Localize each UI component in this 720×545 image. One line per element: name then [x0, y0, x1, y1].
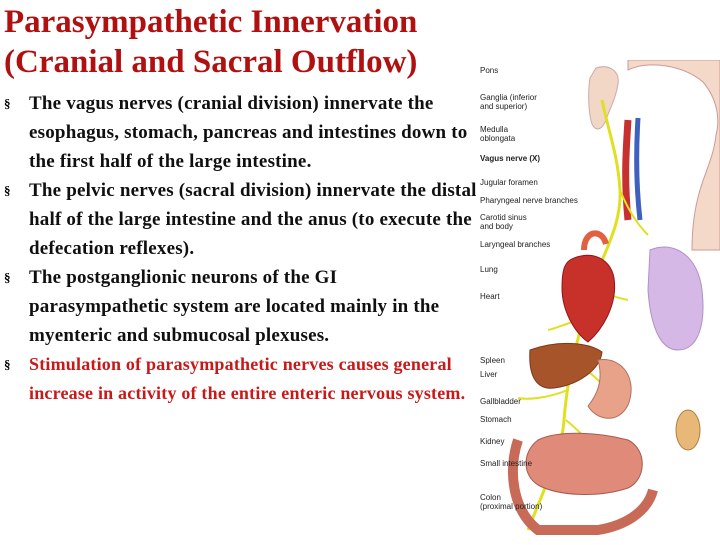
- bullet-item: § The postganglionic neurons of the GI pa…: [4, 263, 480, 350]
- bullet-text: Stimulation of parasympathetic nerves ca…: [29, 354, 466, 403]
- label-ganglia: Ganglia (inferior and superior): [480, 93, 537, 111]
- carotid-artery: [622, 119, 632, 221]
- kidney-shape: [675, 409, 701, 451]
- bullet-marker-icon: §: [4, 270, 11, 285]
- label-stomach: Stomach: [480, 415, 512, 424]
- bullet-item: § The vagus nerves (cranial division) inn…: [4, 89, 480, 176]
- label-vagus-nerve: Vagus nerve (X): [480, 154, 541, 163]
- bullet-text: The pelvic nerves (sacral division) inne…: [29, 180, 477, 259]
- lung-shape: [647, 246, 704, 351]
- bullet-text: The postganglionic neurons of the GI par…: [29, 267, 440, 346]
- label-colon: Colon (proximal portion): [480, 493, 543, 511]
- label-gallbladder: Gallbladder: [480, 397, 521, 406]
- label-laryngeal: Laryngeal branches: [480, 240, 551, 249]
- label-carotid: Carotid sinus and body: [480, 213, 527, 231]
- anatomy-drawing: [508, 59, 720, 535]
- bullet-marker-icon: §: [4, 183, 11, 198]
- label-pons: Pons: [480, 66, 499, 75]
- label-kidney: Kidney: [480, 437, 505, 446]
- label-jugular-foramen: Jugular foramen: [480, 178, 538, 187]
- vagus-nerve-illustration: Pons Ganglia (inferior and superior) Med…: [478, 59, 720, 540]
- colon-shape: [508, 438, 658, 535]
- bullet-list: § The vagus nerves (cranial division) inn…: [4, 89, 480, 408]
- liver-shape: [529, 342, 603, 389]
- bullet-item: § The pelvic nerves (sacral division) inn…: [4, 176, 480, 263]
- jugular-vein: [634, 117, 643, 221]
- slide-title: Parasympathetic Innervation (Cranial and…: [4, 4, 418, 80]
- label-small-intestine: Small intestine: [480, 459, 533, 468]
- aorta-shape: [581, 230, 609, 251]
- label-medulla: Medulla oblongata: [480, 125, 516, 143]
- bullet-item-highlight: § Stimulation of parasympathetic nerves c…: [4, 350, 480, 408]
- brainstem-shape: [588, 66, 619, 130]
- label-heart: Heart: [480, 292, 500, 301]
- vagus-branch: [619, 189, 649, 236]
- bullet-text: The vagus nerves (cranial division) inne…: [29, 93, 468, 172]
- small-intestine-shape: [525, 432, 643, 495]
- head-outline: [627, 59, 720, 251]
- heart-shape: [561, 254, 616, 343]
- label-pharyngeal: Pharyngeal nerve branches: [480, 196, 578, 205]
- label-liver: Liver: [480, 370, 498, 379]
- vagus-branch: [517, 389, 569, 400]
- bullet-marker-icon: §: [4, 96, 11, 111]
- bullet-marker-icon: §: [4, 357, 11, 372]
- label-lung: Lung: [480, 265, 498, 274]
- stomach-shape: [587, 359, 632, 419]
- label-spleen: Spleen: [480, 356, 505, 365]
